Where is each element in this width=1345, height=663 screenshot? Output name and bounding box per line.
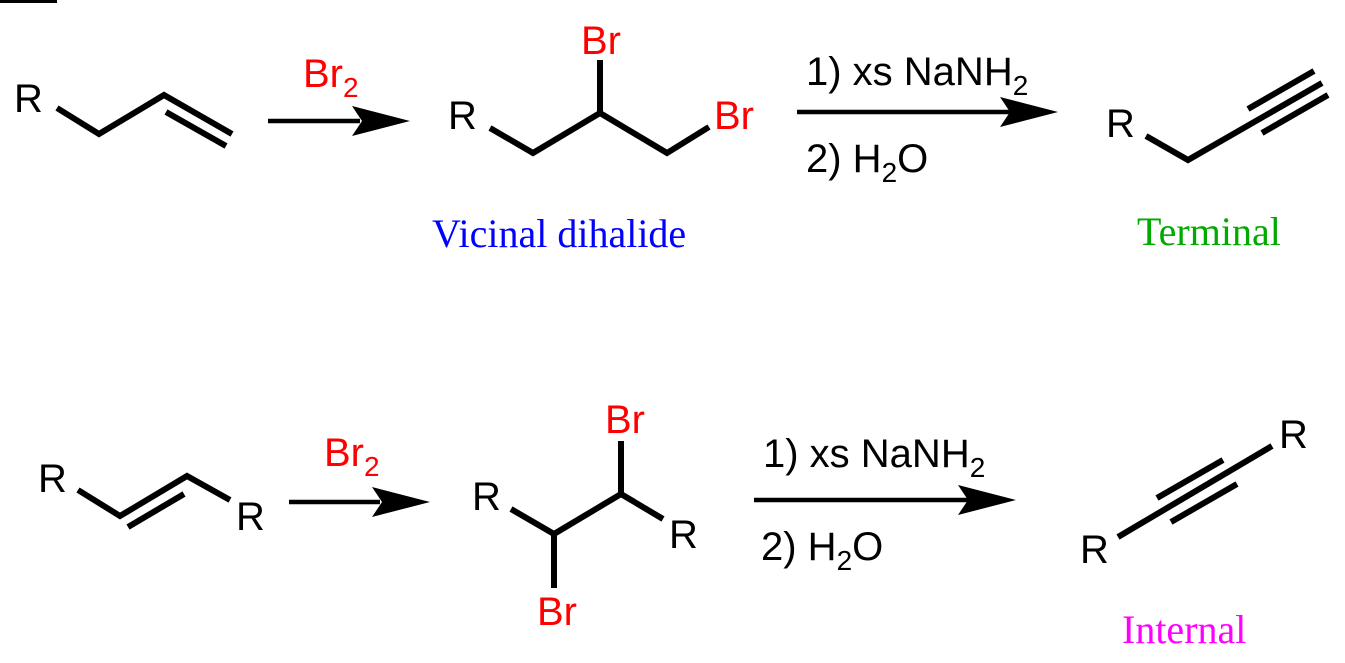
alkyne-chain-bond	[1144, 80, 1324, 164]
r-group-label-left: R	[1080, 528, 1109, 572]
arrow-head-icon	[958, 485, 1016, 515]
bromine-label-right: Br	[714, 94, 754, 138]
triple-bond-line-upper	[1246, 68, 1316, 112]
double-bond-line	[164, 109, 228, 149]
r-group-label-left: R	[38, 457, 67, 501]
reagent-step-2-label: 2) H2O	[806, 137, 928, 188]
reaction-terminal: R Br2 R Br Br Vicinal dihalide 1) xs NaN…	[0, 0, 1330, 256]
bromination-arrow-2: Br2	[289, 431, 430, 517]
bromine-label-bottom: Br	[537, 590, 577, 634]
starting-alkene-internal: R R	[38, 457, 265, 539]
reagent-step-1-label: 1) xs NaNH2	[763, 432, 985, 483]
terminal-caption: Terminal	[1137, 209, 1281, 254]
reagent-step-2-label: 2) H2O	[761, 525, 883, 576]
r-group-label-right: R	[236, 495, 265, 539]
reagent-br2-label: Br2	[303, 52, 359, 103]
arrow-head-icon	[352, 106, 410, 136]
reagent-step-1-label: 1) xs NaNH2	[806, 50, 1028, 101]
elimination-arrow-2: 1) xs NaNH2 2) H2O	[754, 432, 1016, 576]
dibromide-intermediate: R Br Br R	[472, 398, 698, 634]
alkene-chain-bond	[76, 472, 232, 520]
r-group-label-left: R	[472, 475, 501, 519]
internal-alkyne-product: R R Internal	[1080, 413, 1308, 652]
reagent-br2-label: Br2	[324, 431, 380, 482]
arrow-head-icon	[372, 487, 430, 517]
bromination-arrow-1: Br2	[268, 52, 410, 136]
carbon-chain-bond	[509, 490, 665, 538]
bromine-label-top: Br	[605, 398, 645, 442]
triple-bond-line-lower	[1260, 92, 1330, 136]
triple-bond-line-upper	[1155, 457, 1225, 501]
r-group-label-right: R	[1279, 413, 1308, 457]
triple-bond-line-lower	[1169, 481, 1239, 525]
r-group-label: R	[448, 94, 477, 138]
bromine-label-top: Br	[581, 19, 621, 63]
reaction-internal: R R Br2 R Br Br R 1) xs NaNH2 2) H2O	[38, 398, 1308, 652]
alkyne-chain-bond	[1116, 443, 1274, 540]
arrow-head-icon	[1000, 97, 1058, 127]
starting-alkene-terminal: R	[0, 0, 234, 149]
r-group-label: R	[1106, 102, 1135, 146]
terminal-alkyne-product: R Terminal	[1106, 68, 1330, 254]
alkene-chain-bond	[55, 91, 234, 138]
internal-caption: Internal	[1122, 607, 1246, 652]
vicinal-dihalide-caption: Vicinal dihalide	[432, 211, 686, 256]
double-bond-line	[126, 491, 186, 530]
elimination-arrow-1: 1) xs NaNH2 2) H2O	[797, 50, 1058, 188]
r-group-label: R	[14, 77, 43, 121]
r-group-label-right: R	[669, 513, 698, 557]
carbon-chain-bond	[488, 109, 711, 157]
vicinal-dihalide-intermediate: R Br Br Vicinal dihalide	[432, 19, 754, 256]
